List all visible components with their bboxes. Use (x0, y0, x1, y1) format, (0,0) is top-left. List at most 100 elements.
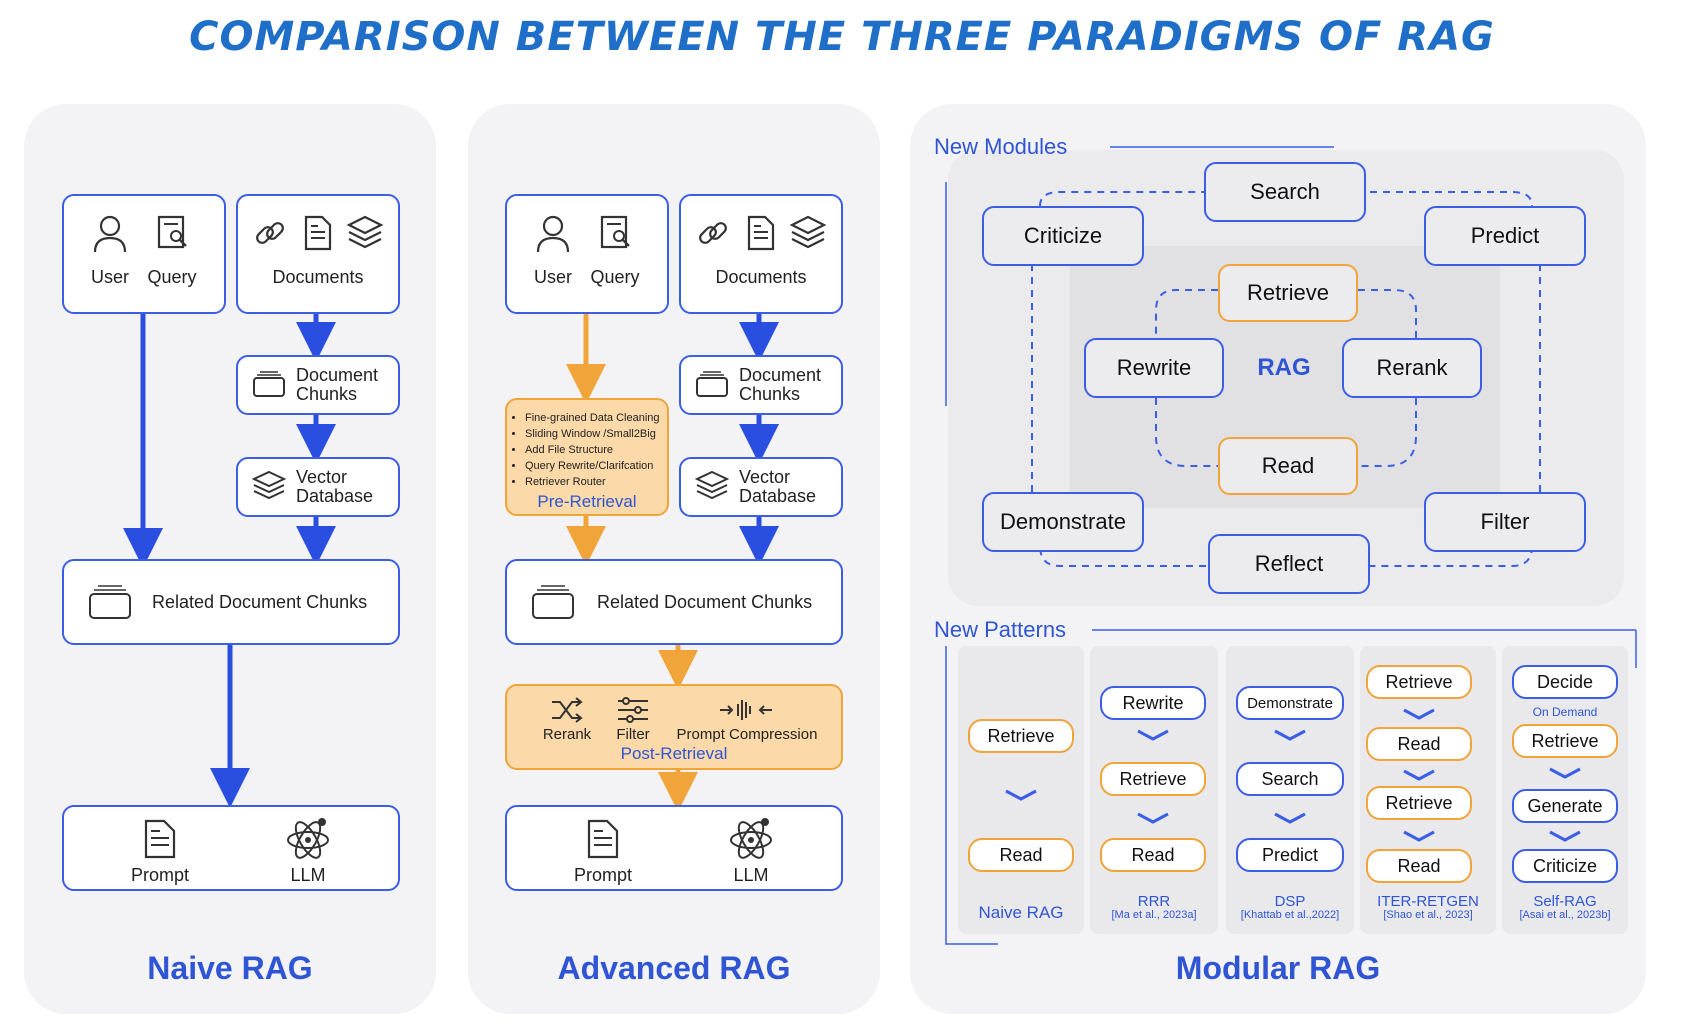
pattern-step: Demonstrate (1236, 686, 1344, 720)
outer-dashed-ring (1031, 191, 1541, 567)
pattern-step: Read (968, 838, 1074, 872)
pre-retrieval-label: Pre-Retrieval (537, 492, 637, 511)
adv-doc-chunks-label-2: Chunks (739, 384, 801, 404)
naive-user-query-box (62, 194, 226, 314)
pattern-cite: [Shao et al., 2023] (1383, 909, 1473, 921)
adv-documents-box (679, 194, 843, 314)
pre-item: Fine-grained Data Cleaning (525, 410, 667, 426)
adv-documents-label: Documents (715, 267, 807, 287)
pattern-step: Retrieve (1512, 724, 1618, 758)
module-demonstrate: Demonstrate (982, 492, 1144, 552)
post-compress-label: Prompt Compression (676, 726, 818, 743)
module-read: Read (1218, 437, 1358, 495)
document-icon (745, 214, 777, 252)
naive-related-label: Related Document Chunks (152, 592, 368, 612)
adv-user-label: User (533, 267, 572, 287)
rag-core-bg (1070, 246, 1500, 508)
compression-icon (718, 698, 774, 722)
adv-query-label: Query (590, 267, 640, 287)
pattern-name: RRR (1137, 893, 1171, 910)
pre-item: Sliding Window /Small2Big (525, 426, 667, 442)
module-rerank: Rerank (1342, 338, 1482, 398)
pattern-step: Criticize (1512, 849, 1618, 883)
naive-vector-label-1: Vector (296, 467, 348, 487)
pattern-name: DSP (1274, 893, 1306, 910)
pattern-step: Read (1366, 727, 1472, 761)
adv-vector-label-2: Database (739, 486, 817, 506)
adv-user-query-box (505, 194, 669, 314)
chunks-icon (695, 370, 729, 398)
pattern-name: Self-RAG (1533, 893, 1597, 910)
new-patterns-bracket (945, 646, 998, 945)
naive-query-label: Query (147, 267, 197, 287)
chunks-icon (252, 370, 286, 398)
user-icon (92, 214, 128, 254)
adv-related-chunks-box (505, 559, 843, 645)
naive-vector-label-2: Database (296, 486, 374, 506)
naive-documents-box (236, 194, 400, 314)
llm-atom-icon (727, 816, 775, 862)
pre-retrieval-list: Fine-grained Data Cleaning Sliding Windo… (507, 400, 667, 490)
pattern-cite: [Khattab et al.,2022] (1240, 909, 1340, 921)
pattern-step: Retrieve (968, 719, 1074, 753)
pattern-step: Decide (1512, 665, 1618, 699)
inner-dashed-ring (1155, 289, 1417, 467)
naive-vector-db-box (236, 457, 400, 517)
prompt-icon (585, 818, 621, 860)
module-rewrite: Rewrite (1084, 338, 1224, 398)
pre-item: Retriever Router (525, 474, 667, 490)
link-icon (695, 216, 731, 252)
database-layers-icon (252, 470, 286, 502)
adv-related-label: Related Document Chunks (597, 592, 813, 612)
pattern-step: Rewrite (1100, 686, 1206, 720)
module-predict: Predict (1424, 206, 1586, 266)
naive-rag-title: Naive RAG (147, 950, 313, 986)
post-filter-label: Filter (616, 726, 650, 743)
module-reflect: Reflect (1208, 534, 1370, 594)
chunks-icon (531, 584, 575, 620)
naive-doc-chunks-box (236, 355, 400, 415)
chunks-icon (88, 584, 132, 620)
database-layers-icon (695, 470, 729, 502)
naive-user-label: User (90, 267, 129, 287)
pattern-name: Naive RAG (978, 903, 1064, 922)
new-patterns-heading: New Patterns (934, 617, 1067, 642)
modular-rag-title: Modular RAG (1175, 950, 1381, 986)
user-icon (535, 214, 571, 254)
naive-related-chunks-box (62, 559, 400, 645)
sliders-icon (616, 696, 650, 724)
pattern-step: Search (1236, 762, 1344, 796)
advanced-rag-title: Advanced RAG (557, 950, 791, 986)
adv-vector-db-box (679, 457, 843, 517)
pre-item: Add File Structure (525, 442, 667, 458)
query-icon (156, 214, 190, 252)
naive-documents-label: Documents (272, 267, 364, 287)
pattern-step: Read (1366, 849, 1472, 883)
pattern-name: ITER-RETGEN (1377, 893, 1479, 910)
pre-retrieval-box: Fine-grained Data Cleaning Sliding Windo… (505, 398, 669, 516)
adv-doc-chunks-label-1: Document (739, 365, 822, 385)
adv-llm-label: LLM (733, 865, 769, 885)
layers-icon (789, 214, 827, 252)
adv-prompt-llm-box (505, 805, 843, 891)
adv-doc-chunks-box (679, 355, 843, 415)
llm-atom-icon (284, 816, 332, 862)
adv-vector-label-1: Vector (739, 467, 791, 487)
prompt-icon (142, 818, 178, 860)
module-filter: Filter (1424, 492, 1586, 552)
shuffle-icon (550, 696, 584, 724)
pattern-step: Generate (1512, 789, 1618, 823)
module-rag-center: RAG (1257, 354, 1311, 381)
pattern-step: Predict (1236, 838, 1344, 872)
pattern-step: Retrieve (1100, 762, 1206, 796)
module-criticize: Criticize (982, 206, 1144, 266)
post-rerank-label: Rerank (542, 726, 592, 743)
module-retrieve: Retrieve (1218, 264, 1358, 322)
layers-icon (346, 214, 384, 252)
pre-item: Query Rewrite/Clarifcation (525, 458, 667, 474)
link-icon (252, 216, 288, 252)
naive-doc-chunks-label-2: Chunks (296, 384, 358, 404)
document-icon (302, 214, 334, 252)
query-icon (599, 214, 633, 252)
naive-prompt-label: Prompt (130, 865, 190, 885)
